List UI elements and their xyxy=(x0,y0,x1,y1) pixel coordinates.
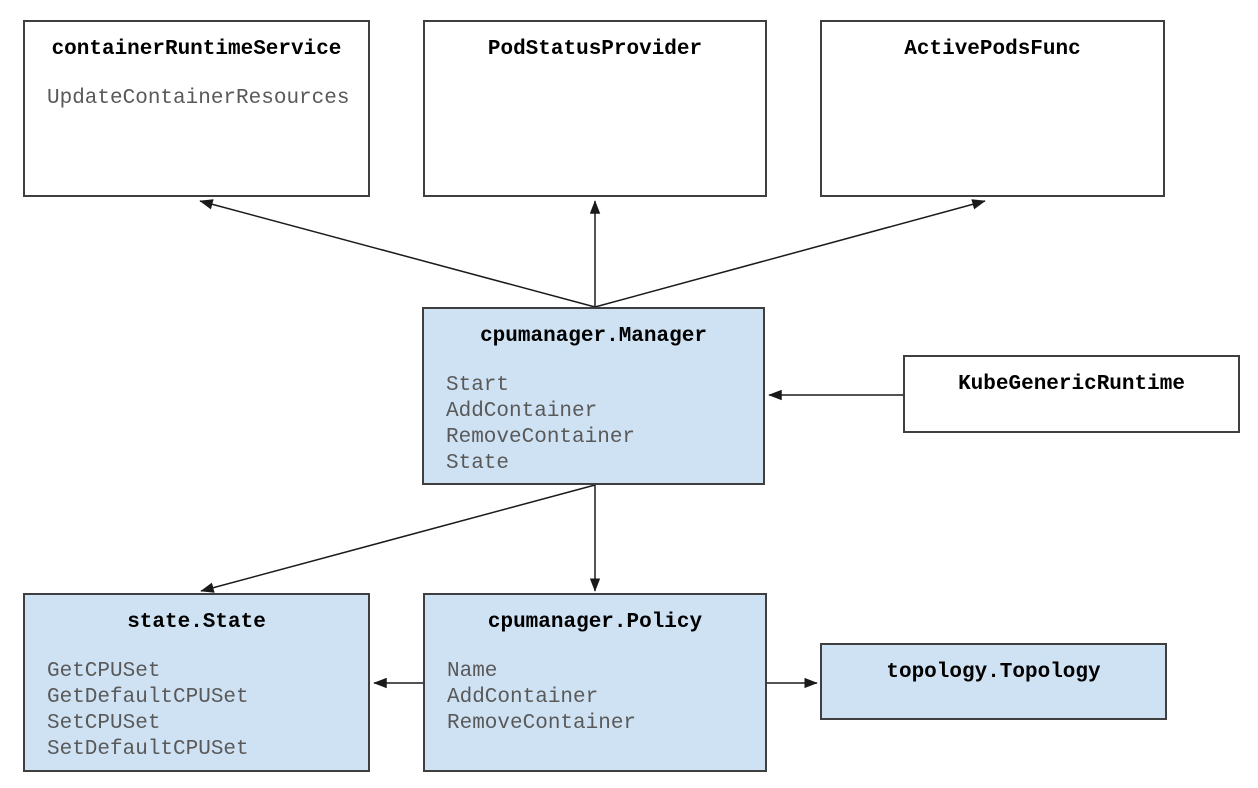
box-method: AddContainer xyxy=(447,686,599,709)
box-title: cpumanager.Policy xyxy=(487,611,703,634)
box-method: AddContainer xyxy=(446,400,598,423)
box-methods: Start AddContainer RemoveContainer State xyxy=(424,373,763,477)
box-active-pods-func: ActivePodsFunc xyxy=(820,20,1165,197)
box-title: state.State xyxy=(127,611,266,634)
box-method: Name xyxy=(447,660,498,683)
box-method: Start xyxy=(446,374,510,397)
box-title: containerRuntimeService xyxy=(51,38,342,61)
box-title: KubeGenericRuntime xyxy=(958,373,1185,396)
box-method: GetCPUSet xyxy=(47,660,161,683)
edge-manager-to-state-state xyxy=(200,484,596,593)
box-cpumanager-policy: cpumanager.Policy Name AddContainer Remo… xyxy=(423,593,767,772)
box-cpumanager-manager: cpumanager.Manager Start AddContainer Re… xyxy=(422,307,765,485)
box-container-runtime-service: containerRuntimeService UpdateContainerR… xyxy=(23,20,370,197)
box-method: RemoveContainer xyxy=(446,426,636,449)
box-methods: UpdateContainerResources xyxy=(25,86,368,112)
box-kube-generic-runtime: KubeGenericRuntime xyxy=(903,355,1240,433)
box-methods: GetCPUSet GetDefaultCPUSet SetCPUSet Set… xyxy=(25,659,368,763)
box-topology-topology: topology.Topology xyxy=(820,643,1167,720)
edge-manager-to-active-pods-func xyxy=(594,199,986,308)
box-title: cpumanager.Manager xyxy=(480,325,707,348)
edge-manager-to-container-runtime-service xyxy=(199,199,596,308)
box-title: ActivePodsFunc xyxy=(904,38,1081,61)
box-pod-status-provider: PodStatusProvider xyxy=(423,20,767,197)
box-method: RemoveContainer xyxy=(447,712,637,735)
box-state-state: state.State GetCPUSet GetDefaultCPUSet S… xyxy=(23,593,370,772)
box-method: SetCPUSet xyxy=(47,712,161,735)
box-method: State xyxy=(446,452,510,475)
box-title: PodStatusProvider xyxy=(487,38,703,61)
box-method: UpdateContainerResources xyxy=(47,87,350,110)
box-method: GetDefaultCPUSet xyxy=(47,686,249,709)
box-title: topology.Topology xyxy=(886,661,1101,684)
box-method: SetDefaultCPUSet xyxy=(47,738,249,761)
box-methods: Name AddContainer RemoveContainer xyxy=(425,659,765,737)
